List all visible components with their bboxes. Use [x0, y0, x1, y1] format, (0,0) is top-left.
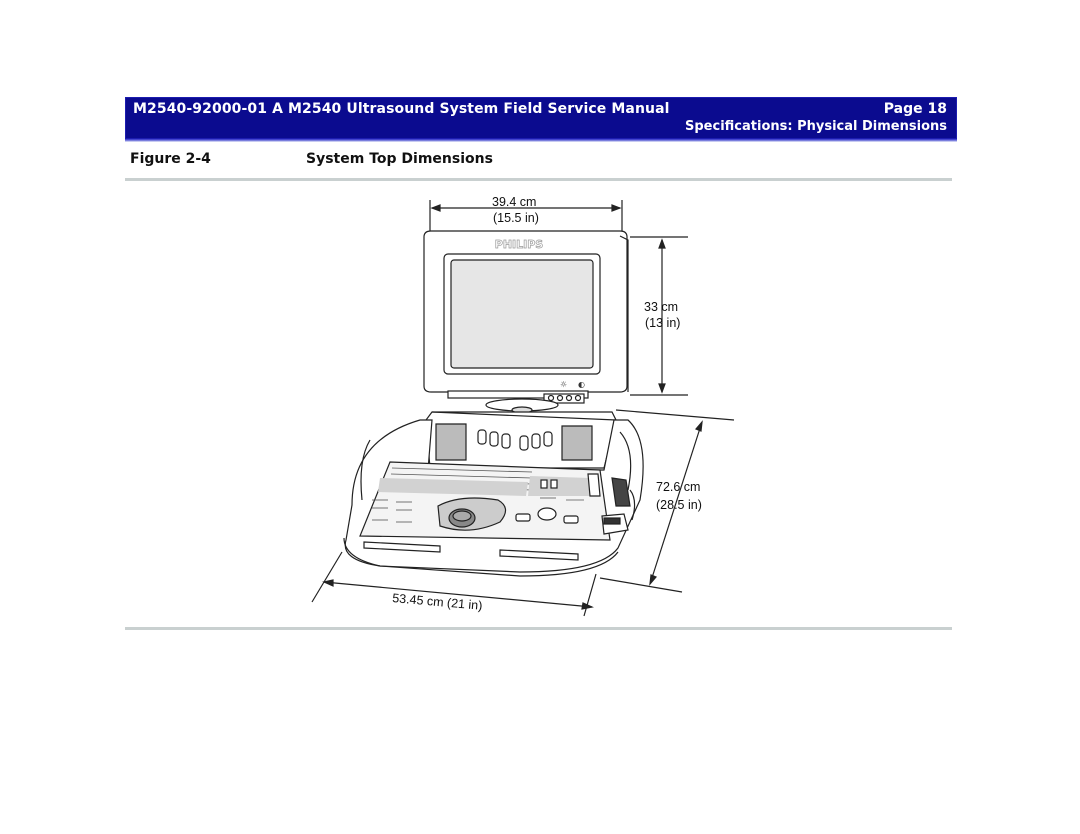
- width-in-label: (15.5 in): [493, 211, 539, 225]
- brand-logo: PHILIPS: [495, 238, 544, 251]
- height-cm-label: 33 cm: [644, 300, 678, 314]
- figure-label: Figure 2-4: [130, 151, 211, 167]
- control-panel: [343, 411, 644, 577]
- height-in-label: (13 in): [645, 316, 680, 330]
- depth-dimension: 72.6 cm (28.5 in): [599, 409, 735, 593]
- height-dimension: 33 cm (13 in): [630, 236, 688, 396]
- monitor: PHILIPS ☼ ◐: [423, 230, 629, 414]
- width-dimension: 39.4 cm (15.5 in): [429, 195, 623, 232]
- depth-in-label: (28.5 in): [656, 498, 702, 512]
- section-title: Specifications: Physical Dimensions: [685, 119, 947, 134]
- top-divider: [125, 178, 952, 181]
- figure-title: System Top Dimensions: [306, 151, 493, 167]
- page-header-band: M2540-92000-01 A M2540 Ultrasound System…: [125, 97, 957, 142]
- base-width-label: 53.45 cm (21 in): [392, 591, 483, 613]
- width-cm-label: 39.4 cm: [492, 195, 536, 209]
- depth-cm-label: 72.6 cm: [656, 480, 700, 494]
- page-number: Page 18: [883, 101, 947, 117]
- manual-title: M2540-92000-01 A M2540 Ultrasound System…: [133, 101, 670, 117]
- bottom-divider: [125, 627, 952, 630]
- contrast-icon: ◐: [578, 380, 585, 389]
- brightness-icon: ☼: [560, 380, 567, 389]
